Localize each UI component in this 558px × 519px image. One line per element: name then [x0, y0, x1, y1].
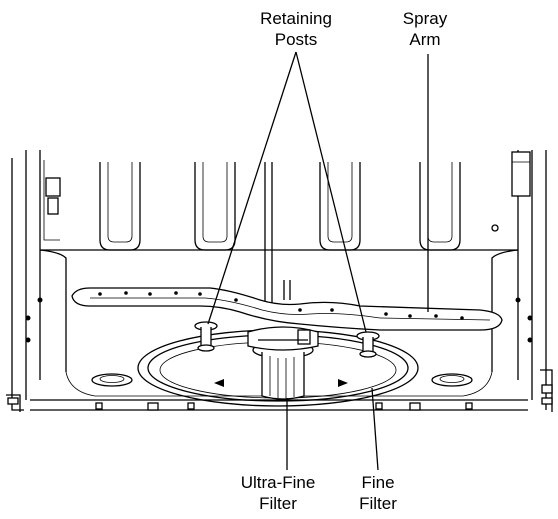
retaining-post-right — [356, 331, 380, 358]
leader-retaining-right — [295, 51, 367, 333]
label-spray-arm: Spray Arm — [380, 8, 470, 50]
spray-arm — [71, 280, 503, 331]
label-spray-arm-line2: Arm — [409, 30, 441, 49]
tub-left-wall — [6, 150, 61, 412]
label-retaining-posts: Retaining Posts — [226, 8, 366, 50]
label-retaining-posts-line2: Posts — [274, 30, 318, 49]
label-fine-filter: Fine Filter — [338, 472, 418, 514]
leader-lines — [207, 51, 429, 471]
spray-arm-nozzles — [98, 291, 464, 320]
label-ultra-fine-filter: Ultra-Fine Filter — [218, 472, 338, 514]
retaining-post-left — [194, 321, 218, 352]
leader-fine — [371, 387, 379, 471]
label-ultra-fine-filter-line2: Filter — [259, 494, 297, 513]
spray-arm-hub — [247, 326, 319, 351]
label-fine-filter-line1: Fine — [361, 473, 395, 492]
label-ultra-fine-filter-line1: Ultra-Fine — [240, 473, 316, 492]
tub-floor — [30, 249, 528, 411]
label-spray-arm-line1: Spray — [402, 9, 448, 28]
label-fine-filter-line2: Filter — [359, 494, 397, 513]
tub-right-wall — [511, 150, 553, 412]
leader-retaining-left — [207, 51, 297, 325]
label-retaining-posts-line1: Retaining — [260, 9, 332, 28]
